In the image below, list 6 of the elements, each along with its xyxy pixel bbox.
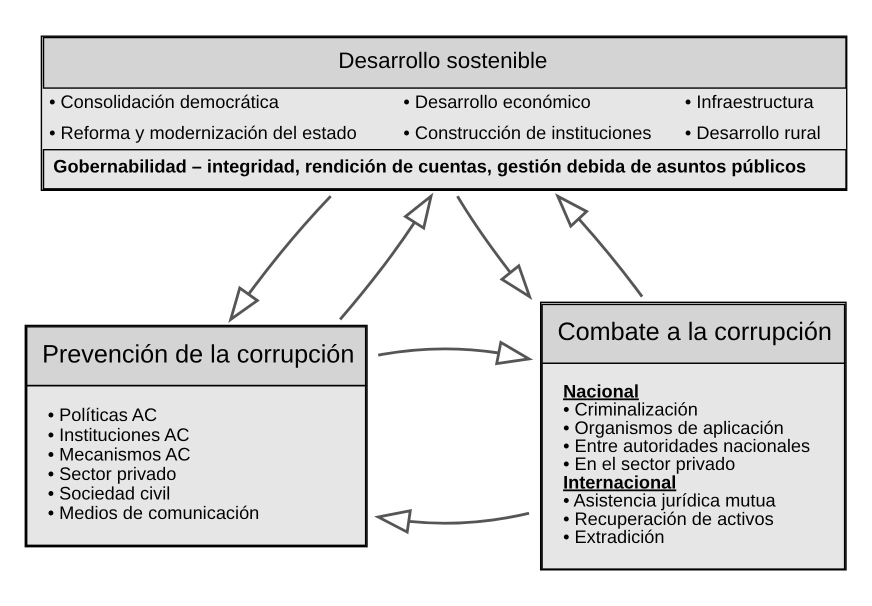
arrow	[456, 195, 532, 300]
arrow	[228, 195, 332, 323]
arrow	[339, 192, 434, 320]
arrow	[554, 193, 644, 298]
arrow	[378, 340, 534, 366]
arrow	[374, 508, 530, 534]
